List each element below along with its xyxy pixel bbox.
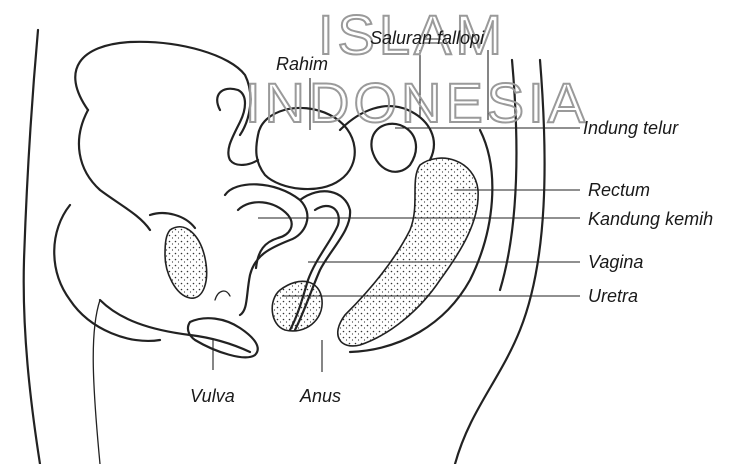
pubic-bone <box>150 213 207 298</box>
label-saluran-fallopi: Saluran fallopi <box>370 28 485 48</box>
watermark-line2: INDONESIA <box>245 71 589 134</box>
label-anus: Anus <box>299 386 341 406</box>
label-kandung-kemih: Kandung kemih <box>588 209 713 229</box>
label-rectum: Rectum <box>588 180 650 200</box>
label-indung-telur: Indung telur <box>583 118 679 138</box>
label-vagina: Vagina <box>588 252 643 272</box>
label-rahim: Rahim <box>276 54 328 74</box>
rectum-shape <box>272 130 492 352</box>
label-vulva: Vulva <box>190 386 235 406</box>
label-uretra: Uretra <box>588 286 638 306</box>
